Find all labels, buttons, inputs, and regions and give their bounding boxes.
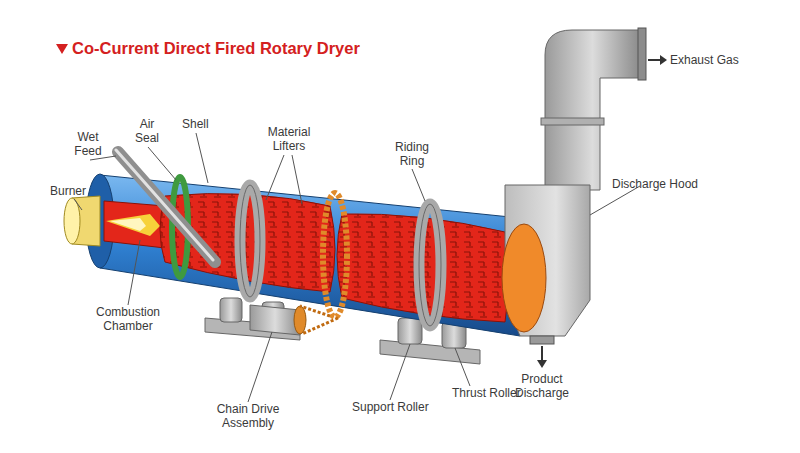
support-roller [220,298,242,322]
combustion-chamber [104,201,165,248]
drive-chain [300,306,330,316]
burner-face [64,198,80,244]
riding-ring [240,185,260,297]
diagram-title: Co-Current Direct Fired Rotary Dryer [72,39,360,58]
part-label: Exhaust Gas [670,53,739,67]
part-label: Product Discharge [511,372,573,400]
leader-line [390,344,410,400]
support-roller [398,318,422,344]
exhaust-arrow [648,59,660,61]
leader-line [128,240,140,305]
riding-ring-edge [240,185,260,297]
exhaust-arrowhead [660,55,667,65]
discharge-arrow [541,346,543,360]
flame-core [110,218,146,231]
riding-ring [419,204,441,326]
title-marker [56,44,68,54]
duct-flange [638,28,646,80]
part-label: Wet Feed [70,130,106,158]
leader-line [248,332,272,402]
flame [106,214,160,236]
part-label: Combustion Chamber [92,305,164,333]
part-label: Chain Drive Assembly [212,402,284,430]
discharge-arrowhead [537,360,547,368]
leader-line [266,155,284,200]
leader-line [292,155,302,204]
part-label: Support Roller [352,400,429,414]
riding-ring-edge [419,204,441,326]
leader-lines [74,133,640,402]
leader-line [455,348,470,386]
drive-motor [250,305,300,335]
leader-line [74,199,82,210]
part-label: Thrust Roller [452,386,521,400]
girth-sprocket [323,193,347,317]
duct-band [541,118,604,125]
part-label: Riding Ring [390,140,434,168]
leader-line [412,169,425,201]
part-label: Shell [182,117,209,131]
part-label: Material Lifters [262,125,316,153]
part-label: Burner [50,184,86,198]
leader-line [196,133,208,183]
leader-line [148,147,176,180]
discharge-chute [530,336,554,344]
part-label: Air Seal [130,117,164,145]
exhaust-duct [545,30,640,190]
hood-opening [502,224,546,332]
drive-sprocket [294,306,306,334]
part-label: Discharge Hood [612,177,698,191]
drive-chain [302,318,338,334]
